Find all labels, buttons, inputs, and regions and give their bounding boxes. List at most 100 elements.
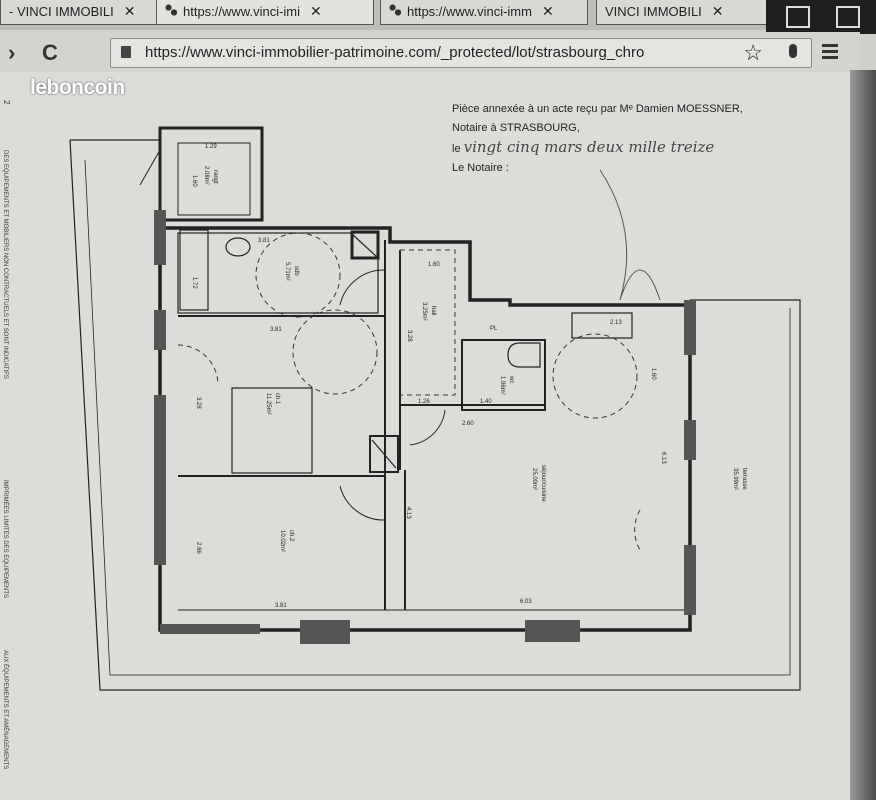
room-name: sdb bbox=[293, 266, 299, 276]
mic-icon[interactable] bbox=[789, 44, 797, 58]
shaft bbox=[369, 435, 399, 473]
close-icon[interactable]: ✕ bbox=[711, 3, 724, 19]
room-area: 25.00m² bbox=[531, 468, 537, 490]
dimension-label: 3.81 bbox=[275, 603, 287, 609]
sdb-room bbox=[177, 232, 379, 314]
door-swing bbox=[339, 269, 386, 306]
margin-note: IMPRIMÉES LIMITES DES EQUIPEMENTS bbox=[2, 480, 8, 599]
window bbox=[154, 310, 166, 350]
room-name: terrasse bbox=[741, 468, 747, 490]
bed bbox=[231, 387, 313, 474]
window bbox=[525, 620, 580, 642]
window bbox=[684, 300, 696, 355]
notary-text: Pièce annexée à un acte reçu par Mᵉ Dami… bbox=[452, 103, 743, 115]
dimension-label: 3.28 bbox=[406, 330, 412, 342]
tab-label: https://www.vinci-imi bbox=[183, 4, 301, 19]
notary-text: le bbox=[452, 143, 461, 155]
left-margin-notes: 2 DES EQUIPEMENTS ET MOBILIERS NON CONTR… bbox=[0, 90, 22, 790]
window bbox=[300, 620, 350, 644]
tab-label: VINCI IMMOBILI bbox=[605, 4, 702, 19]
dimension-label: 1.60 bbox=[650, 368, 656, 380]
interior-walls bbox=[178, 240, 546, 610]
turning-circle bbox=[255, 232, 341, 318]
room-area: 1.96m² bbox=[499, 376, 505, 395]
door-swing bbox=[177, 344, 219, 386]
room-area: 35.99m² bbox=[732, 468, 738, 490]
rangt-room bbox=[177, 142, 251, 216]
door-swing bbox=[139, 149, 161, 186]
room-name: rangt bbox=[212, 170, 218, 184]
window-button-icon[interactable] bbox=[786, 6, 810, 28]
dimension-label: 3.81 bbox=[258, 238, 270, 244]
window-controls bbox=[766, 0, 876, 34]
page-edge bbox=[850, 70, 876, 800]
address-bar[interactable]: https://www.vinci-immobilier-patrimoine.… bbox=[110, 38, 812, 68]
leboncoin-watermark: leboncoin bbox=[30, 76, 125, 99]
dimension-label: 1.72 bbox=[191, 277, 197, 289]
door-swing bbox=[339, 485, 386, 521]
menu-icon[interactable] bbox=[822, 44, 838, 47]
turning-circle bbox=[552, 333, 638, 419]
notary-signature bbox=[599, 169, 661, 301]
window bbox=[684, 420, 696, 460]
room-name: ch.1 bbox=[274, 393, 280, 405]
dimension-label: 4.13 bbox=[405, 507, 411, 519]
window bbox=[684, 545, 696, 615]
tab-label: https://www.vinci-imm bbox=[407, 4, 532, 19]
notary-stamp: Pièce annexée à un acte reçu par Mᵉ Dami… bbox=[452, 100, 743, 178]
room-area: 11.25m² bbox=[265, 393, 271, 415]
dimension-label: 1.29 bbox=[205, 144, 217, 150]
kitchen-sink bbox=[571, 312, 633, 339]
dimension-label: 1.40 bbox=[480, 399, 492, 405]
room-area: 2.08m² bbox=[203, 166, 209, 185]
shaft-cross bbox=[351, 233, 397, 469]
hall-outline bbox=[400, 249, 456, 396]
sink bbox=[225, 237, 251, 257]
tab-label: - VINCI IMMOBILI bbox=[9, 4, 114, 19]
dimension-label: 1.60 bbox=[428, 262, 440, 268]
dimension-label: 3.28 bbox=[195, 397, 201, 409]
dimension-label: 6.03 bbox=[520, 599, 532, 605]
reload-icon[interactable]: C bbox=[42, 40, 58, 65]
terrace-outline bbox=[84, 159, 791, 676]
plot-outline bbox=[69, 139, 801, 691]
tab-vinci-1[interactable]: - VINCI IMMOBILI ✕ bbox=[0, 0, 160, 25]
favicon-icon bbox=[165, 4, 177, 16]
back-icon[interactable]: › bbox=[8, 40, 16, 65]
room-name: hall bbox=[430, 306, 436, 315]
toilet bbox=[507, 342, 541, 368]
close-icon[interactable]: ✕ bbox=[123, 3, 136, 19]
window-button-icon[interactable] bbox=[836, 6, 860, 28]
browser-toolbar: › C https://www.vinci-immobilier-patrimo… bbox=[0, 32, 860, 72]
window bbox=[154, 210, 166, 265]
dimension-label: 2.86 bbox=[195, 542, 201, 554]
door-swing bbox=[634, 509, 641, 551]
handwritten-date: vingt cinq mars deux mille treize bbox=[463, 138, 715, 156]
room-name: wc bbox=[508, 375, 514, 383]
url-text[interactable]: https://www.vinci-immobilier-patrimoine.… bbox=[145, 44, 645, 61]
margin-note: AUX ÉQUIPEMENTS ET AMÉNAGEMENTS bbox=[2, 650, 8, 770]
favicon-icon bbox=[389, 4, 401, 16]
notary-text: Le Notaire : bbox=[452, 162, 509, 174]
room-area: 3.25m² bbox=[421, 302, 427, 321]
dimension-label: 6.13 bbox=[660, 452, 666, 464]
tab-vinci-2[interactable]: https://www.vinci-imi ✕ bbox=[156, 0, 374, 25]
star-icon[interactable]: ☆ bbox=[743, 40, 763, 65]
room-area: 10.02m² bbox=[279, 530, 285, 552]
close-icon[interactable]: ✕ bbox=[541, 3, 554, 19]
room-area: 5.71m² bbox=[284, 262, 290, 281]
dimension-label: 1.26 bbox=[418, 399, 430, 405]
tab-vinci-4[interactable]: VINCI IMMOBILI ✕ bbox=[596, 0, 774, 25]
close-icon[interactable]: ✕ bbox=[310, 3, 322, 19]
dimension-label: 1.60 bbox=[191, 175, 197, 187]
tab-vinci-3[interactable]: https://www.vinci-imm ✕ bbox=[380, 0, 588, 25]
turning-circle bbox=[292, 309, 378, 395]
tab-bar: - VINCI IMMOBILI ✕ https://www.vinci-imi ✕… bbox=[0, 0, 876, 30]
door-swing bbox=[409, 409, 446, 446]
dimension-label: 3.81 bbox=[270, 327, 282, 333]
window bbox=[154, 395, 166, 565]
lock-icon bbox=[121, 46, 131, 58]
shaft bbox=[350, 230, 380, 260]
document-page bbox=[0, 72, 850, 800]
